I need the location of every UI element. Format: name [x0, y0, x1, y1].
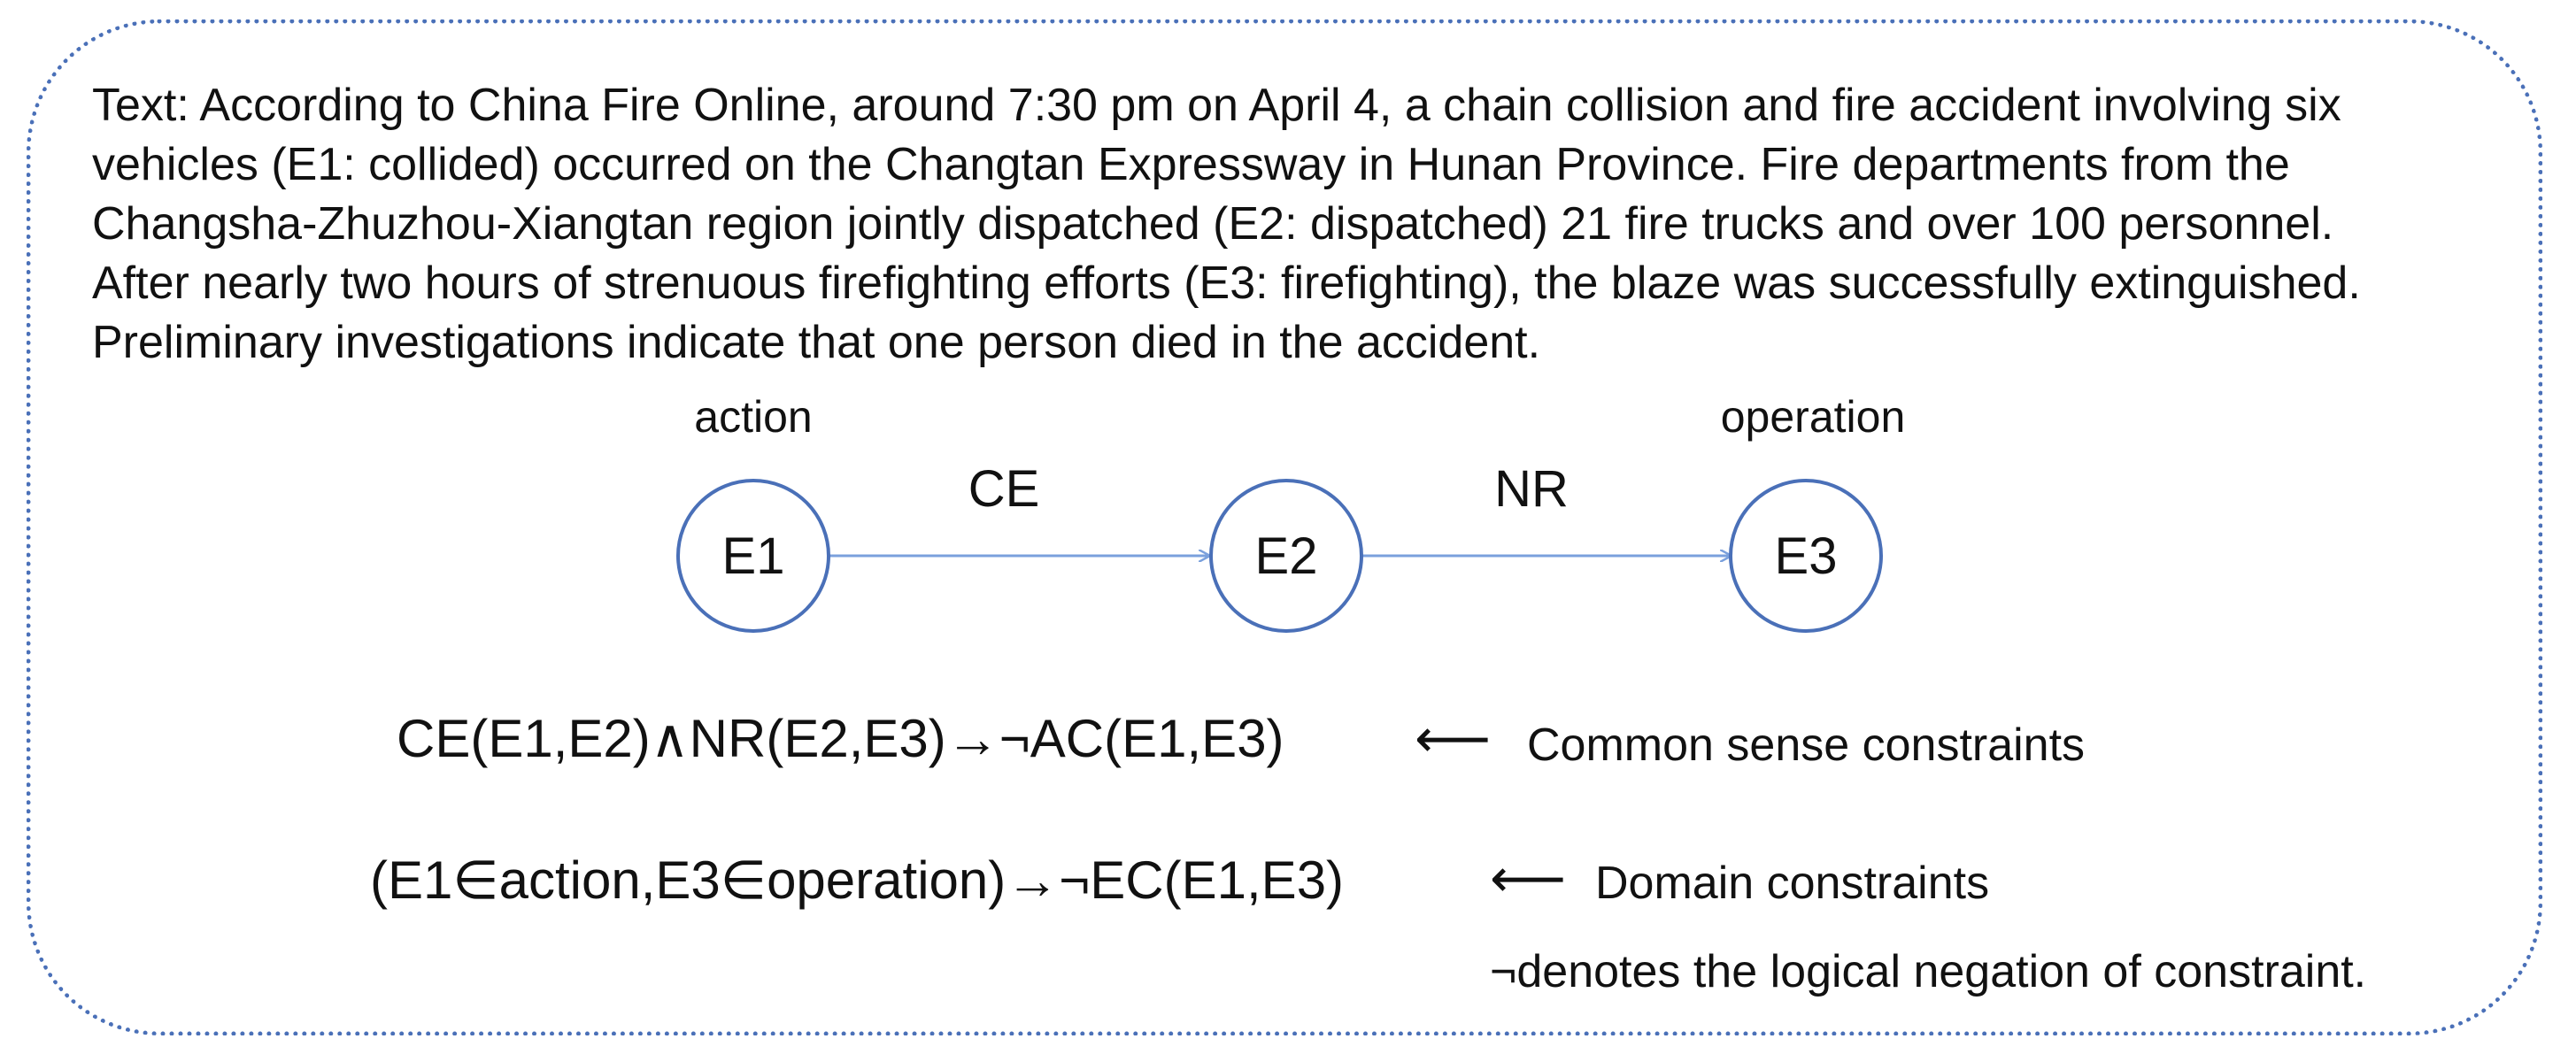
- negation-footnote: ¬denotes the logical negation of constra…: [1490, 946, 2367, 997]
- domain-formula: (E1∈action,E3∈operation)→¬EC(E1,E3): [370, 850, 1345, 910]
- left-arrow-icon: ⟵: [1490, 849, 1567, 908]
- node-e1-type-label: action: [694, 392, 812, 442]
- passage-line-2: vehicles (E1: collided) occurred on the …: [92, 139, 2290, 190]
- passage-line-4: After nearly two hours of strenuous fire…: [92, 258, 2361, 309]
- node-e1-circle: [676, 479, 830, 633]
- node-e3-type-label: operation: [1721, 392, 1906, 442]
- passage-line-5: Preliminary investigations indicate that…: [92, 317, 1541, 368]
- node-e2-label: E2: [1255, 527, 1318, 585]
- node-e3-circle: [1729, 479, 1883, 633]
- common-sense-note: Common sense constraints: [1527, 720, 2086, 771]
- dotted-rounded-frame: [27, 19, 2542, 1035]
- passage-line-1: Text: According to China Fire Online, ar…: [92, 80, 2341, 131]
- left-arrow-icon: ⟵: [1415, 709, 1492, 768]
- node-e2-circle: [1209, 479, 1363, 633]
- edge-label-nr: NR: [1494, 460, 1569, 518]
- node-e1-label: E1: [722, 527, 785, 585]
- common-sense-formula: CE(E1,E2)∧NR(E2,E3)→¬AC(E1,E3): [397, 709, 1284, 768]
- passage-line-3: Changsha-Zhuzhou-Xiangtan region jointly…: [92, 198, 2334, 250]
- node-e3-label: E3: [1775, 527, 1838, 585]
- domain-note: Domain constraints: [1595, 858, 1990, 909]
- edge-label-ce: CE: [968, 460, 1040, 518]
- passage-text: Text: According to China Fire Online, ar…: [92, 76, 2518, 373]
